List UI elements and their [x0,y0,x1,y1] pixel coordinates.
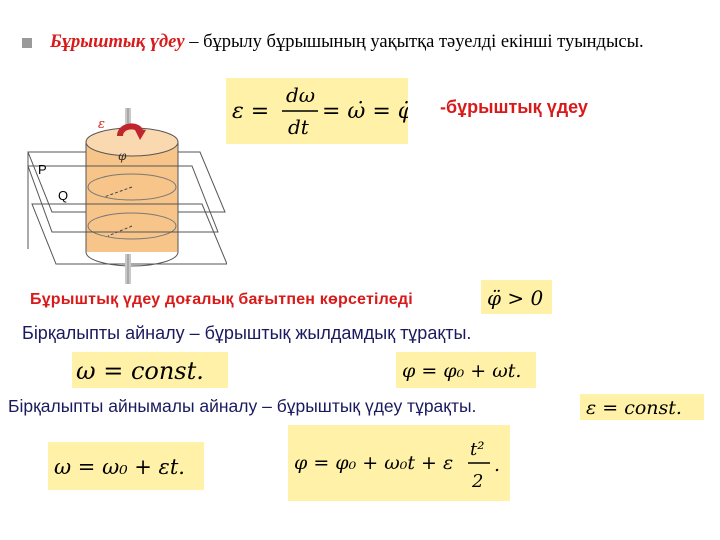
plane-q-outline [27,165,219,233]
formula-phi-linear: φ = φ₀ + ωt. [396,352,536,388]
uniform-rotation-text: – бұрыштық жылдамдық тұрақты. [184,323,472,343]
note-direction: Бұрыштық үдеу доғалық бағытпен көрсетіле… [30,291,413,308]
phi-label: φ [118,149,127,163]
uniform-rotation-line: Бірқалыпты айналу – бұрыштық жылдамдық т… [22,323,471,344]
formula-dot: . [494,454,500,476]
cylinder-body [86,142,178,252]
formula-omega-linear: ω = ω₀ + εt. [48,442,204,490]
formula-omega-linear-svg: ω = ω₀ + εt. [54,455,185,479]
formula-omega-const-text: ω = const. [76,357,204,385]
intro-term: Бұрыштық үдеу [50,32,185,52]
formula-omega-const-svg: ω = const. [76,357,204,385]
angular-acceleration-label: -бұрыштық үдеу [440,97,588,117]
formula-dw: dω [286,83,315,107]
formula-phi-linear-text: φ = φ₀ + ωt. [402,360,521,382]
formula-phi-ddot-text: φ̈ > 0 [487,286,543,310]
cylinder-top [85,127,179,157]
formula-epsilon-const: ε = const. [580,394,704,420]
formula-phi-quadratic-svg: φ = φ₀ + ω₀t + ε t² 2 . [294,439,500,492]
plane-q [31,203,227,265]
formula-omega-linear-text: ω = ω₀ + εt. [54,455,185,479]
formula-phi-quadratic: φ = φ₀ + ω₀t + ε t² 2 . [288,425,510,501]
uniformly-variable-rotation-term: Бірқалыпты айнымалы айналу [8,396,258,416]
radius-line-2 [107,225,133,237]
intro-definition: – бұрылу бұрышының уақытқа тәуелді екінш… [184,32,644,52]
formula-epsilon-svg: ε = dω dt = ω̇ = φ̈ [232,83,414,139]
epsilon-label: ε [98,117,105,132]
uniform-rotation-term: Бірқалыпты айналу [22,323,185,343]
formula-phi-linear-svg: φ = φ₀ + ωt. [402,360,521,382]
formula-phi-ddot-positive: φ̈ > 0 [481,280,552,314]
formula-phi-ddot-svg: φ̈ > 0 [487,286,543,310]
formula-epsilon-lhs: ε = [232,99,269,124]
rotation-diagram: ε φ P Q [27,108,227,284]
cylinder-bottom [85,251,179,267]
uniformly-variable-rotation-line: Бірқалыпты айнымалы айналу – бұрыштық үд… [8,396,476,417]
formula-two: 2 [471,471,483,492]
plane-q-label: Q [58,188,68,203]
formula-omega-const: ω = const. [72,352,228,388]
formula-epsilon-const-svg: ε = const. [586,397,682,419]
section-ellipse-1 [87,173,177,201]
formula-epsilon-rhs: = ω̇ = φ̈ [322,99,408,124]
formula-t-squared: t² [470,439,484,460]
formula-epsilon-definition: ε = dω dt = ω̇ = φ̈ [226,78,414,144]
bullet-icon [22,38,32,48]
section-ellipse-2 [87,212,177,240]
formula-phi-quadratic-lhs: φ = φ₀ + ω₀t + ε [294,452,453,474]
formula-dt: dt [288,115,310,139]
uniformly-variable-rotation-text: – бұрыштық үдеу тұрақты. [257,396,477,416]
formula-epsilon-const-text: ε = const. [586,397,682,419]
plane-p-label: P [38,162,47,177]
intro-text: Бұрыштық үдеу – бұрылу бұрышының уақытқа… [50,30,690,54]
rotation-arrow-head [134,128,146,140]
